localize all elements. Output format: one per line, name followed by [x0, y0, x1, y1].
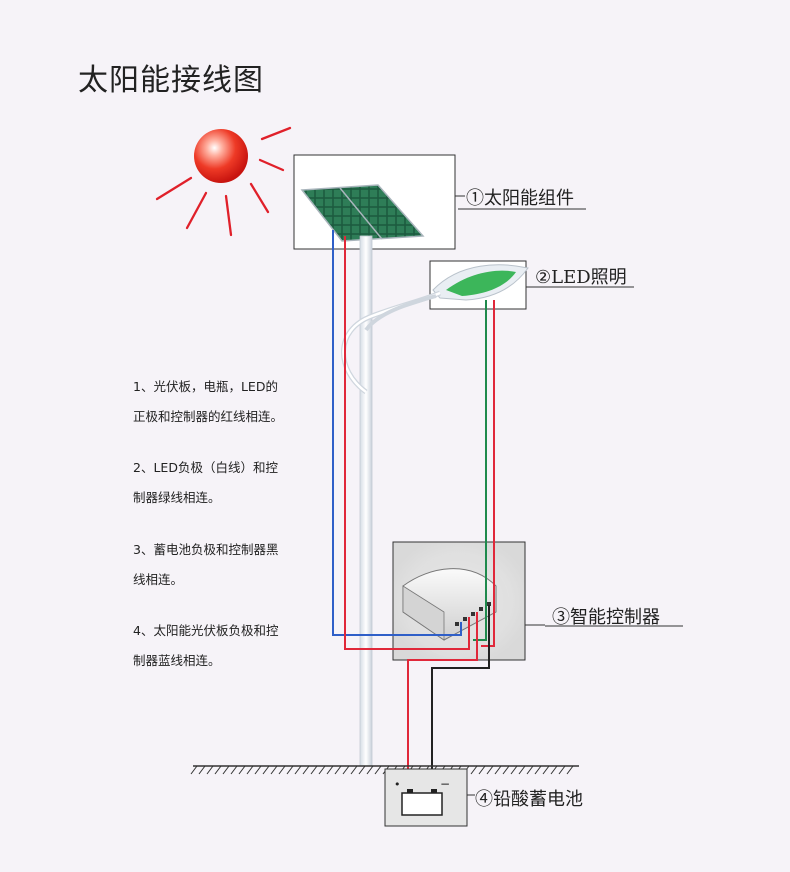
note-4-line2: 制器蓝线相连。	[133, 653, 221, 668]
blue-wire	[332, 230, 462, 636]
battery-negative-mark: −	[440, 777, 450, 791]
note-2-line1: 2、LED负极（白线）和控	[133, 460, 278, 475]
page-title: 太阳能接线图	[78, 63, 264, 98]
note-4: 4、太阳能光伏板负极和控 制器蓝线相连。	[133, 616, 308, 676]
battery-icon	[401, 789, 443, 816]
controller-label: ③智能控制器	[552, 607, 660, 628]
black-wire	[431, 605, 490, 782]
note-1-line1: 1、光伏板，电瓶，LED的	[133, 379, 278, 394]
red-wire-battery	[407, 612, 478, 782]
solar-panel-label: ①太阳能组件	[466, 188, 574, 209]
battery-positive-mark: •	[394, 778, 401, 791]
led-light-label: ②LED照明	[535, 267, 627, 288]
sun-icon	[194, 129, 248, 183]
note-1: 1、光伏板，电瓶，LED的 正极和控制器的红线相连。	[133, 372, 308, 432]
controller-terminals	[455, 602, 491, 626]
sun-rays	[155, 126, 292, 237]
battery-label: ④铅酸蓄电池	[475, 789, 583, 810]
note-3-line1: 3、蓄电池负极和控制器黑	[133, 542, 279, 557]
note-3-line2: 线相连。	[133, 572, 184, 587]
ground-hatch	[190, 765, 574, 775]
red-wire-led	[481, 300, 495, 647]
note-2: 2、LED负极（白线）和控 制器绿线相连。	[133, 453, 308, 513]
note-1-line2: 正极和控制器的红线相连。	[133, 409, 284, 424]
note-2-line2: 制器绿线相连。	[133, 490, 221, 505]
solar-panel-image	[300, 184, 425, 242]
note-4-line1: 4、太阳能光伏板负极和控	[133, 623, 279, 638]
note-3: 3、蓄电池负极和控制器黑 线相连。	[133, 535, 308, 595]
red-wire-solar	[344, 236, 470, 650]
